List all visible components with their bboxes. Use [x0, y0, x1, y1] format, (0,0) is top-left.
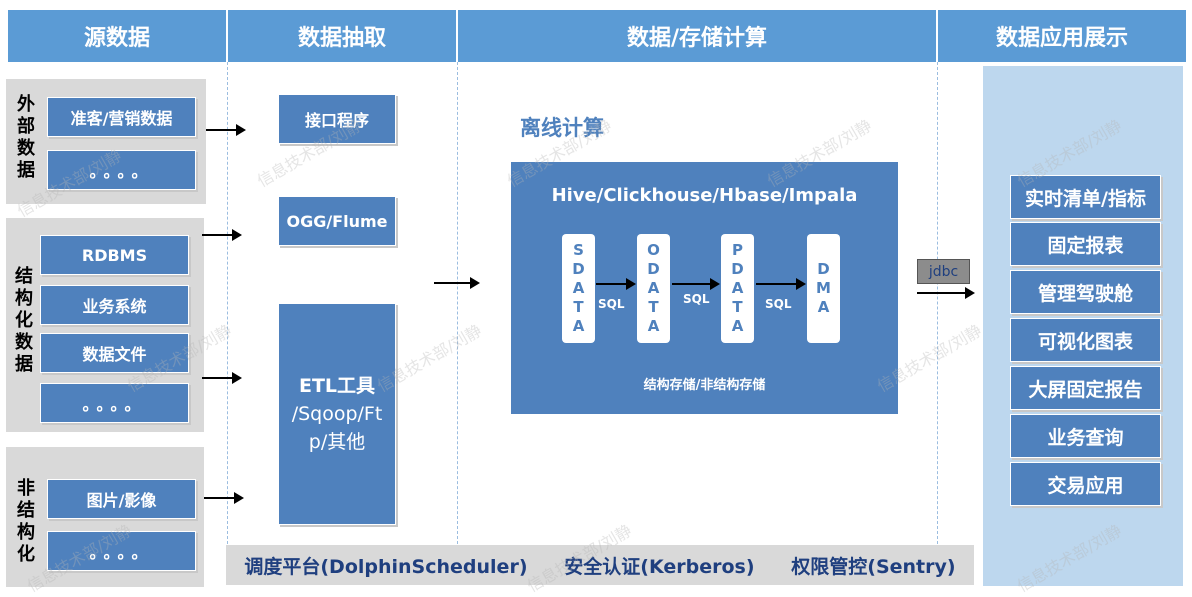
- arrow-right: [756, 278, 806, 290]
- layer-pdata-label: PDATA: [728, 241, 747, 336]
- scheduler-label: 调度平台(DolphinScheduler): [244, 555, 528, 578]
- layer-sdata: SDATA: [562, 234, 595, 343]
- layer-sdata-label: SDATA: [569, 241, 588, 336]
- source-item-more: 。。。。: [47, 531, 196, 571]
- header-source: 源数据: [8, 10, 226, 62]
- source-external-label: 外部数据: [17, 94, 35, 181]
- layer-pdata: PDATA: [721, 234, 754, 343]
- arrow-right: [202, 372, 242, 384]
- arrow-right: [204, 492, 244, 504]
- divider-1: [227, 62, 228, 544]
- arrow-right: [917, 287, 975, 299]
- layer-odata: ODATA: [637, 234, 670, 343]
- layer-dma: DMA: [807, 234, 840, 343]
- source-item-business: 业务系统: [40, 285, 189, 325]
- app-cockpit: 管理驾驶舱: [1010, 270, 1161, 314]
- sql-label: SQL: [683, 292, 710, 306]
- permission-label: 权限管控(Sentry): [791, 555, 956, 578]
- etl-line-1: ETL工具: [298, 375, 376, 397]
- etl-line-3: p/其他: [308, 431, 366, 453]
- layer-dma-label: DMA: [814, 260, 833, 317]
- compute-engines: Hive/Clickhouse/Hbase/Impala: [551, 185, 858, 206]
- compute-title: 离线计算: [520, 116, 604, 140]
- jdbc-badge: jdbc: [917, 259, 970, 284]
- header-compute: 数据/存储计算: [458, 10, 936, 62]
- etl-line-2: /Sqoop/Ft: [291, 403, 383, 425]
- arrow-right: [672, 278, 720, 290]
- bottom-bar: 调度平台(DolphinScheduler) 安全认证(Kerberos) 权限…: [226, 545, 974, 585]
- source-item-more: 。。。。: [47, 150, 196, 190]
- arrow-right: [434, 277, 480, 289]
- source-item-datafile: 数据文件: [40, 333, 189, 373]
- divider-2: [457, 62, 458, 544]
- app-bigscreen-report: 大屏固定报告: [1010, 366, 1161, 410]
- security-label: 安全认证(Kerberos): [564, 555, 755, 578]
- source-unstructured-label: 非结构化: [17, 478, 35, 565]
- sql-label: SQL: [598, 297, 625, 311]
- extract-ogg-flume: OGG/Flume: [278, 196, 396, 246]
- app-fixed-report: 固定报表: [1010, 222, 1161, 266]
- arrow-right: [206, 124, 246, 136]
- header-extract: 数据抽取: [228, 10, 456, 62]
- source-item-marketing: 准客/营销数据: [47, 97, 196, 137]
- source-item-images: 图片/影像: [47, 479, 196, 519]
- source-structured-label: 结构化数据: [15, 266, 33, 375]
- extract-etl: ETL工具 /Sqoop/Ft p/其他: [278, 303, 396, 525]
- compute-storage: 结构存储/非结构存储: [643, 378, 766, 393]
- header-apps: 数据应用展示: [938, 10, 1186, 62]
- source-item-rdbms: RDBMS: [40, 235, 189, 275]
- extract-interface: 接口程序: [278, 94, 396, 144]
- app-business-query: 业务查询: [1010, 414, 1161, 458]
- app-visual-charts: 可视化图表: [1010, 318, 1161, 362]
- source-item-more: 。。。。: [40, 383, 189, 423]
- arrow-right: [202, 229, 242, 241]
- layer-odata-label: ODATA: [644, 241, 663, 336]
- app-trading: 交易应用: [1010, 462, 1161, 506]
- divider-3: [937, 62, 938, 544]
- sql-label: SQL: [765, 297, 792, 311]
- app-realtime-metrics: 实时清单/指标: [1010, 175, 1161, 219]
- arrow-right: [596, 278, 636, 290]
